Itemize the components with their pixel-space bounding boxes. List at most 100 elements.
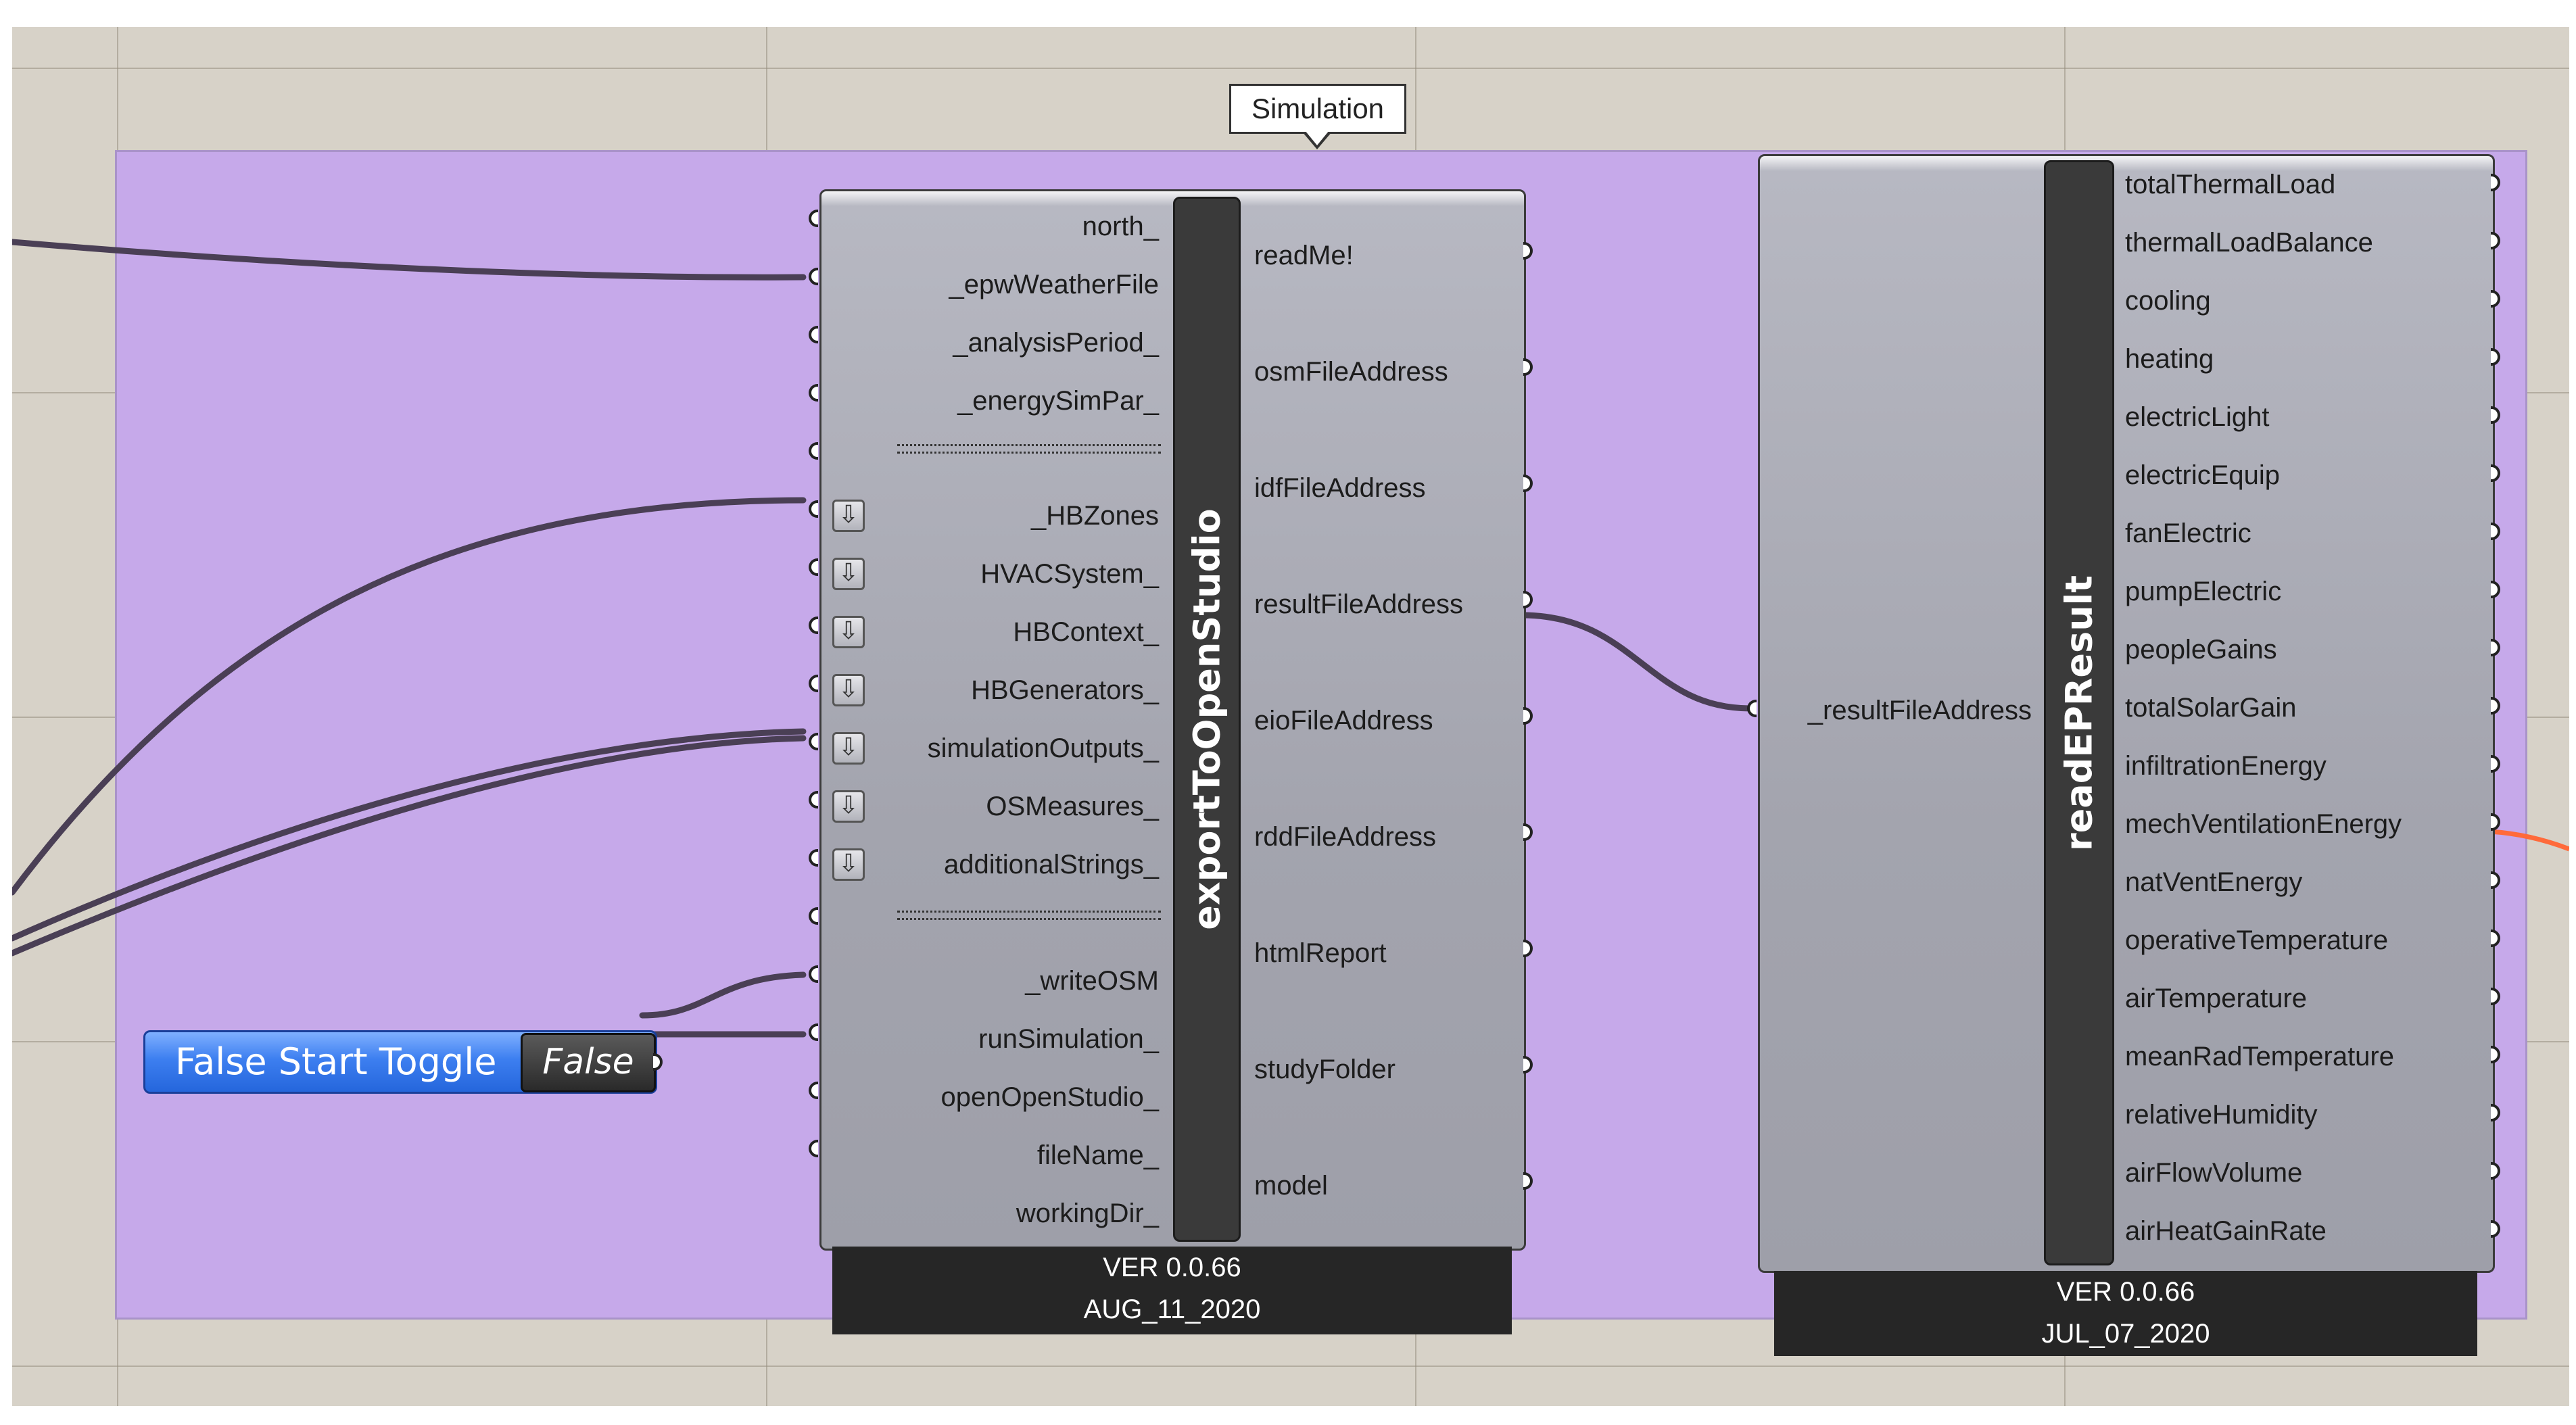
group-label[interactable]: Simulation [1229,84,1406,134]
output-port[interactable] [2491,290,2500,308]
input-port[interactable] [809,1023,818,1041]
output-port[interactable] [2491,1046,2500,1063]
output-electric-equip[interactable]: electricEquip [2125,460,2281,490]
input-port[interactable] [809,442,818,460]
grasshopper-canvas[interactable]: Simulation exportToOpenStudio north_ _ep… [12,27,2569,1406]
output-study-folder[interactable]: studyFolder [1254,1055,1396,1084]
down-arrow-icon[interactable]: ⇩ [832,790,865,823]
output-electric-light[interactable]: electricLight [2125,402,2270,432]
input-port[interactable] [809,617,818,634]
component-title-bar[interactable]: exportToOpenStudio [1173,197,1241,1242]
input-file-name[interactable]: fileName_ [1036,1140,1159,1170]
input-open-openstudio[interactable]: openOpenStudio_ [940,1082,1160,1112]
down-arrow-icon[interactable]: ⇩ [832,674,865,706]
output-port[interactable] [1523,591,1533,608]
component-title-bar[interactable]: readEPResult [2044,160,2114,1265]
output-port[interactable] [2491,464,2500,482]
input-os-measures[interactable]: OSMeasures_ [986,792,1159,821]
input-port[interactable] [809,849,818,867]
output-thermal-load-balance[interactable]: thermalLoadBalance [2125,228,2373,258]
input-epw-weather-file[interactable]: _epwWeatherFile [949,270,1159,299]
output-port[interactable] [1523,1056,1533,1073]
output-port[interactable] [2491,988,2500,1005]
output-infiltration-energy[interactable]: infiltrationEnergy [2125,751,2327,781]
export-to-openstudio-component[interactable]: exportToOpenStudio north_ _epwWeatherFil… [819,189,1526,1251]
output-model[interactable]: model [1254,1171,1328,1201]
input-port[interactable] [809,326,818,343]
input-additional-strings[interactable]: additionalStrings_ [944,850,1159,879]
output-mech-ventilation-energy[interactable]: mechVentilationEnergy [2125,809,2402,839]
input-port[interactable] [809,791,818,808]
output-operative-temperature[interactable]: operativeTemperature [2125,925,2389,955]
output-air-heat-gain-rate[interactable]: airHeatGainRate [2125,1216,2327,1246]
output-osm-file-address[interactable]: osmFileAddress [1254,357,1448,387]
output-html-report[interactable]: htmlReport [1254,938,1387,968]
input-north[interactable]: north_ [1082,212,1159,241]
output-port[interactable] [2491,639,2500,656]
output-port[interactable] [1523,358,1533,376]
input-port[interactable] [809,1082,818,1099]
output-port[interactable] [1523,475,1533,492]
output-port[interactable] [2491,755,2500,773]
output-result-file-address[interactable]: resultFileAddress [1254,589,1464,619]
output-port[interactable] [2491,232,2500,249]
output-fan-electric[interactable]: fanElectric [2125,518,2251,548]
input-port[interactable] [809,675,818,692]
output-total-solar-gain[interactable]: totalSolarGain [2125,693,2297,723]
output-port[interactable] [2491,523,2500,540]
down-arrow-icon[interactable]: ⇩ [832,500,865,532]
input-hbzones[interactable]: _HBZones [1031,501,1159,531]
input-result-file-address[interactable]: _resultFileAddress [1807,696,2032,725]
input-port[interactable] [1747,700,1757,717]
output-port[interactable] [1523,1172,1533,1190]
output-port[interactable] [2491,697,2500,715]
input-port[interactable] [809,907,818,925]
input-write-osm[interactable]: _writeOSM [1025,966,1159,996]
down-arrow-icon[interactable]: ⇩ [832,616,865,648]
input-hvac-system[interactable]: HVACSystem_ [980,559,1159,589]
input-port[interactable] [809,268,818,285]
output-relative-humidity[interactable]: relativeHumidity [2125,1100,2318,1130]
toggle-value-button[interactable]: False [521,1033,656,1092]
input-energy-sim-par[interactable]: _energySimPar_ [957,386,1159,416]
down-arrow-icon[interactable]: ⇩ [832,558,865,590]
input-port[interactable] [809,733,818,750]
output-rdd-file-address[interactable]: rddFileAddress [1254,822,1437,852]
input-port[interactable] [809,965,818,983]
input-hbcontext[interactable]: HBContext_ [1013,617,1159,647]
toggle-output-port[interactable] [653,1053,663,1071]
input-analysis-period[interactable]: _analysisPeriod_ [953,328,1159,358]
input-port[interactable] [809,500,818,518]
output-port[interactable] [2491,1220,2500,1238]
output-port[interactable] [1523,707,1533,725]
output-air-flow-volume[interactable]: airFlowVolume [2125,1158,2303,1188]
input-working-dir[interactable]: workingDir_ [1016,1199,1159,1228]
output-eio-file-address[interactable]: eioFileAddress [1254,706,1433,735]
output-port[interactable] [2491,1162,2500,1180]
down-arrow-icon[interactable]: ⇩ [832,732,865,765]
output-heating[interactable]: heating [2125,344,2214,374]
read-ep-result-component[interactable]: readEPResult _resultFileAddress totalThe… [1758,154,2495,1273]
output-port[interactable] [2491,581,2500,598]
input-run-simulation[interactable]: runSimulation_ [978,1024,1159,1054]
input-port[interactable] [809,1140,818,1157]
output-port[interactable] [2491,871,2500,889]
down-arrow-icon[interactable]: ⇩ [832,848,865,881]
input-simulation-outputs[interactable]: simulationOutputs_ [927,733,1159,763]
output-total-thermal-load[interactable]: totalThermalLoad [2125,170,2336,199]
output-idf-file-address[interactable]: idfFileAddress [1254,473,1426,503]
output-readme[interactable]: readMe! [1254,241,1354,270]
input-port[interactable] [809,384,818,402]
input-port[interactable] [809,210,818,227]
output-air-temperature[interactable]: airTemperature [2125,984,2308,1013]
output-mean-rad-temperature[interactable]: meanRadTemperature [2125,1042,2394,1071]
output-port[interactable] [1523,823,1533,841]
output-port[interactable] [2491,1104,2500,1121]
output-port[interactable] [2491,174,2500,191]
input-hbgenerators[interactable]: HBGenerators_ [971,675,1159,705]
output-port[interactable] [2491,406,2500,424]
output-port[interactable] [2491,929,2500,947]
output-port[interactable] [2491,813,2500,831]
output-pump-electric[interactable]: pumpElectric [2125,577,2282,606]
output-port[interactable] [2491,348,2500,366]
